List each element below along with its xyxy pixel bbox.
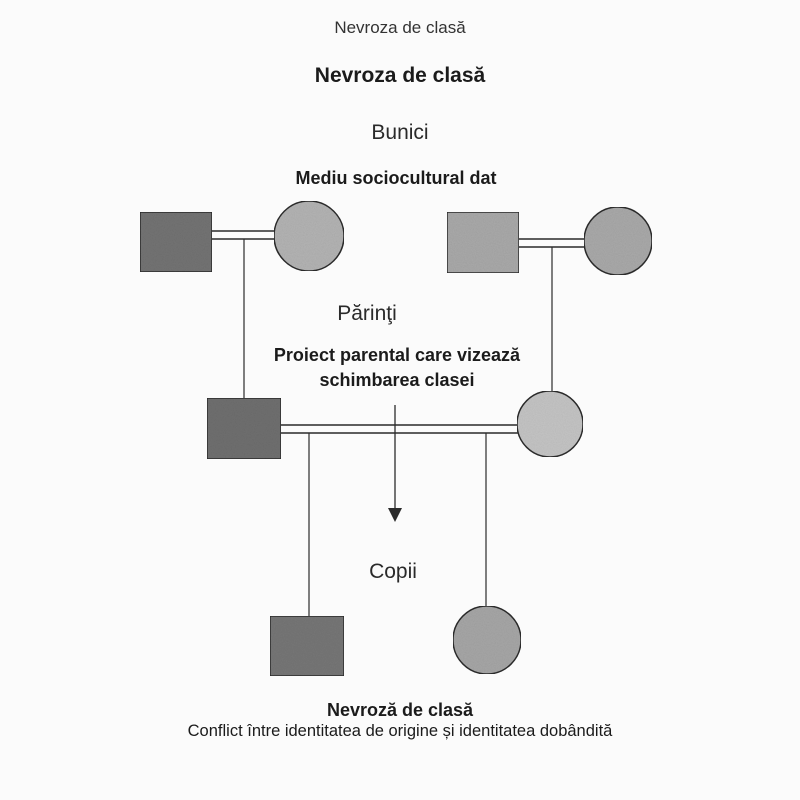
connector-lines [212, 230, 586, 616]
footer-description: Conflict între identitatea de origine și… [187, 722, 613, 740]
grandparents-label: Bunici [371, 121, 429, 144]
son-square [269, 615, 345, 677]
grandfather-left-square [139, 211, 213, 273]
grandmother-left-circle [273, 200, 345, 272]
grandmother-right-circle [583, 206, 653, 276]
parents-description-line-1: Proiect parental care vizează [273, 345, 521, 365]
daughter-circle [452, 605, 522, 675]
running-head: Nevroza de clasă [334, 18, 466, 37]
parents-description-line-2: schimbarea clasei [319, 370, 475, 390]
parents-description: Proiect parental care vizează schimbarea… [0, 343, 797, 393]
father-square [206, 397, 282, 460]
footer-title: Nevroză de clasă [326, 700, 474, 720]
diagram-title: Nevroza de clasă [314, 64, 486, 87]
grandparents-description: Mediu sociocultural dat [295, 168, 497, 188]
parents-label: Părinţi [337, 302, 397, 325]
class-change-arrow-head [388, 508, 402, 522]
mother-circle [516, 390, 584, 458]
children-label: Copii [369, 560, 417, 583]
grandfather-right-square [446, 211, 520, 274]
